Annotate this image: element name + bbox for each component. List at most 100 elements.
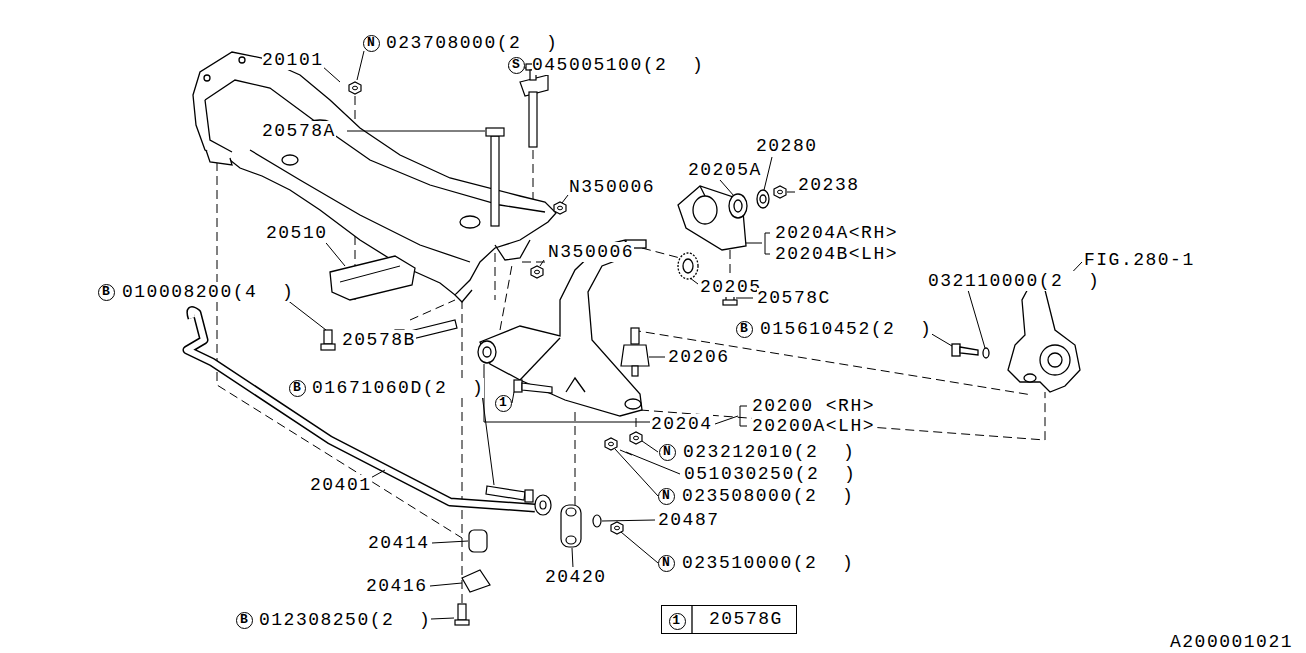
bushing-assembly [729,194,747,218]
circled-symbol: 1 [495,395,512,412]
leader-line [572,548,573,568]
bolt [522,383,552,393]
bolt [486,128,504,136]
stabilizer-parts [458,604,466,620]
ball-joint [621,328,649,376]
part-number: 20578B [342,330,416,350]
steering-knuckle [960,347,978,355]
leader-line [322,66,340,82]
ball-joint [631,328,639,344]
leader-line [736,298,753,299]
steering-knuckle [952,285,1080,392]
label-text: 01671060D(2 ) [312,378,484,398]
part-number: 015610452(2 ) [760,319,932,339]
label-text: 023510000(2 ) [682,553,854,573]
control-arm [520,338,560,380]
part-number: 20420 [545,567,607,587]
part-number: 20578G [709,609,783,629]
crossmember [205,100,232,152]
circled-symbol: N [658,488,675,505]
leader-line [432,541,468,543]
leader-line [740,406,747,426]
ball-joint [632,366,638,376]
symbol-letter: 1 [496,396,511,410]
part-number: 20204B<LH> [775,244,898,264]
crossmember [193,52,556,302]
leader-line [649,357,665,358]
part-number: 01671060D(2 ) [312,378,484,398]
leader-line [764,157,772,190]
crossmember [206,150,232,165]
label-text: 023508000(2 ) [682,486,854,506]
part-number: 045005100(2 ) [532,55,704,75]
bushing-assembly [757,190,769,208]
stabilizer-parts [561,505,581,547]
bushing-assembly [678,186,746,250]
crossmember [460,216,480,228]
circled-symbol: B [289,380,306,397]
bushing-assembly [693,196,717,224]
part-number: 012308250(2 ) [259,610,431,630]
symbol-letter: B [237,613,252,627]
stabilizer-parts [593,515,601,527]
bolt [324,330,332,344]
stabilizer-parts [469,530,487,552]
stabilizer-parts [455,620,469,625]
label-text: 015610452(2 ) [760,319,932,339]
part-number: 20204A<RH> [775,223,898,243]
assembly-line [575,408,576,505]
label-text: N350006 [569,177,655,197]
label-text: 023708000(2 ) [386,33,558,53]
crossmember [239,57,245,63]
bolt [321,64,737,350]
stabilizer-bar [187,310,535,508]
label-text: 012308250(2 ) [259,610,431,630]
assembly-line [632,330,1032,395]
symbol-letter: 1 [670,614,685,628]
bolt [723,300,737,305]
label-text: 20205A [688,160,762,180]
symbol-letter: N [660,445,675,459]
stabilizer-parts [566,536,576,544]
part-number: 20416 [366,576,428,596]
part-number: FIG.280-1 [1084,250,1195,270]
label-text: 20204A<RH> [775,223,898,243]
crossmember [193,52,556,295]
crossmember [455,290,472,302]
steering-knuckle [1040,345,1070,375]
part-number: 20238 [798,175,860,195]
bolt [321,344,335,350]
suspension-illustration [774,186,786,198]
bolt [514,380,522,392]
leader-line [430,583,462,586]
bushing-assembly [734,200,742,212]
label-text: 20420 [545,567,607,587]
crossmember [282,155,298,165]
control-arm [478,341,496,363]
leader-line [602,520,655,521]
assembly-line [522,262,545,263]
crossmember [250,150,470,262]
part-number: 010008200(4 ) [122,282,294,302]
steering-knuckle [1048,353,1062,367]
control-arm [478,240,646,416]
label-text: 20578B [342,330,416,350]
part-number: 20200 <RH> [752,396,875,416]
control-arm [483,347,491,357]
label-text: 20204 [651,414,713,434]
assembly-line [636,418,637,432]
part-number: 20280 [756,136,818,156]
leader-line [562,195,568,203]
symbol-letter: S [509,58,524,72]
leader-line [357,51,364,80]
stabilizer-parts [462,570,490,592]
label-text: 20204B<LH> [775,244,898,264]
steering-knuckle [983,348,989,358]
label-text: 20510 [266,223,328,243]
control-arm [625,399,641,409]
part-number: 20200A<LH> [752,416,875,436]
symbol-letter: B [737,322,752,336]
suspension-illustration [554,202,566,214]
ball-joint [621,345,649,366]
